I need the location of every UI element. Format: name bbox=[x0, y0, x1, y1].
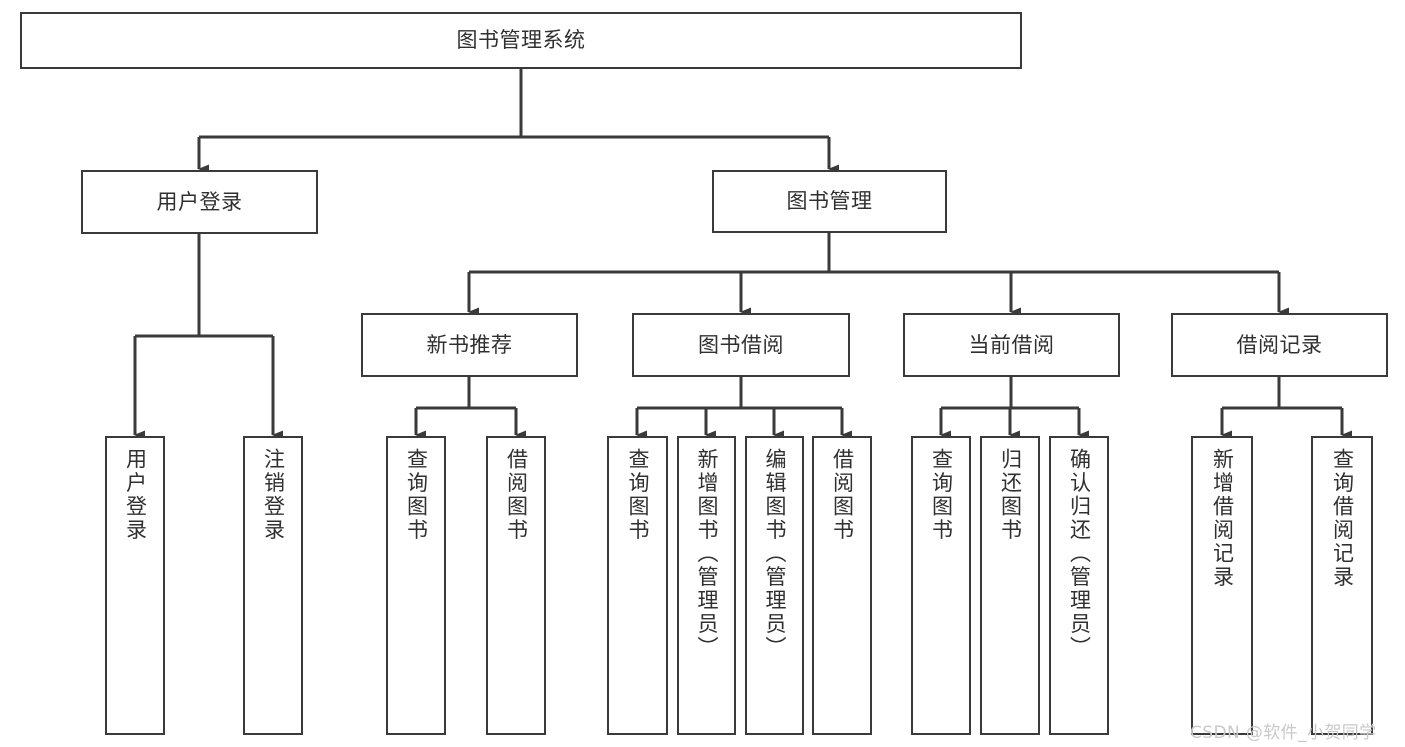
node-leaf-add-record-label: 新增借阅记录 bbox=[1210, 448, 1235, 589]
node-leaf-user-login-label: 用户登录 bbox=[123, 448, 148, 542]
node-leaf-add-record[interactable]: 新增借阅记录 bbox=[1191, 436, 1253, 735]
node-leaf-edit-book-label: 编辑图书（管理员） bbox=[763, 448, 787, 660]
node-current-borrow[interactable]: 当前借阅 bbox=[903, 313, 1120, 377]
node-leaf-query-book-c-label: 查询图书 bbox=[929, 448, 954, 542]
node-leaf-add-book-label: 新增图书（管理员） bbox=[695, 448, 719, 660]
node-leaf-borrow-book-rec-label: 借阅图书 bbox=[504, 448, 529, 542]
node-book-borrow-label: 图书借阅 bbox=[698, 332, 784, 357]
node-leaf-query-book-b[interactable]: 查询图书 bbox=[607, 436, 668, 735]
node-leaf-return-book[interactable]: 归还图书 bbox=[980, 436, 1040, 735]
node-leaf-query-book-rec[interactable]: 查询图书 bbox=[386, 436, 446, 735]
node-new-book-rec[interactable]: 新书推荐 bbox=[361, 313, 578, 377]
node-leaf-confirm-return-label: 确认归还（管理员） bbox=[1067, 448, 1092, 660]
node-leaf-user-login[interactable]: 用户登录 bbox=[105, 436, 165, 735]
node-root[interactable]: 图书管理系统 bbox=[20, 12, 1022, 69]
node-leaf-query-book-b-label: 查询图书 bbox=[626, 448, 650, 542]
node-leaf-query-record-label: 查询借阅记录 bbox=[1330, 448, 1355, 589]
node-user-login[interactable]: 用户登录 bbox=[81, 170, 318, 234]
node-leaf-borrow-book-b[interactable]: 借阅图书 bbox=[812, 436, 872, 735]
node-leaf-query-book-rec-label: 查询图书 bbox=[404, 448, 429, 542]
node-leaf-query-record[interactable]: 查询借阅记录 bbox=[1311, 436, 1373, 735]
node-leaf-borrow-book-rec[interactable]: 借阅图书 bbox=[486, 436, 546, 735]
node-leaf-query-book-c[interactable]: 查询图书 bbox=[911, 436, 971, 735]
node-leaf-edit-book[interactable]: 编辑图书（管理员） bbox=[745, 436, 804, 735]
node-borrow-record-label: 借阅记录 bbox=[1236, 332, 1323, 357]
watermark-text: CSDN @软件_小贺同学 bbox=[1190, 723, 1377, 743]
node-leaf-add-book[interactable]: 新增图书（管理员） bbox=[677, 436, 736, 735]
node-root-label: 图书管理系统 bbox=[456, 28, 586, 53]
node-user-login-label: 用户登录 bbox=[156, 189, 243, 214]
node-current-borrow-label: 当前借阅 bbox=[968, 332, 1055, 357]
node-book-manage[interactable]: 图书管理 bbox=[712, 170, 947, 233]
node-book-borrow[interactable]: 图书借阅 bbox=[632, 313, 850, 377]
node-leaf-confirm-return[interactable]: 确认归还（管理员） bbox=[1049, 436, 1109, 735]
node-leaf-borrow-book-b-label: 借阅图书 bbox=[830, 448, 855, 542]
node-leaf-return-book-label: 归还图书 bbox=[998, 448, 1023, 542]
node-leaf-logout-label: 注销登录 bbox=[261, 448, 286, 542]
node-new-book-rec-label: 新书推荐 bbox=[426, 332, 513, 357]
node-book-manage-label: 图书管理 bbox=[786, 189, 873, 214]
node-leaf-logout[interactable]: 注销登录 bbox=[243, 436, 303, 735]
node-borrow-record[interactable]: 借阅记录 bbox=[1171, 313, 1388, 377]
